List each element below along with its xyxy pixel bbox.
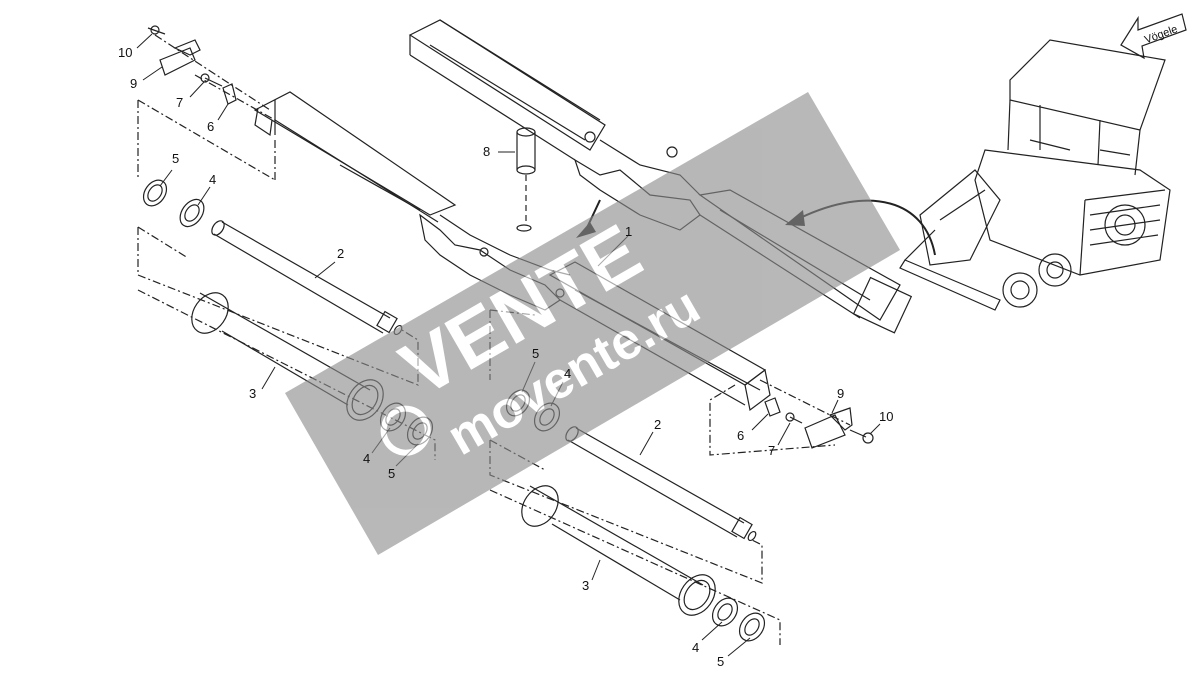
pin-part-8 [516,127,536,232]
callout-7-left: 7 [176,95,183,110]
callout-6-left: 6 [207,119,214,134]
callout-5-right-bottom: 5 [717,654,724,669]
callout-5-right-top: 5 [532,346,539,361]
direction-arrow-icon [1120,13,1187,60]
callout-9-right: 9 [837,386,844,401]
watermark-band [285,92,900,555]
callout-3-left: 3 [249,386,256,401]
callout-5-left-top: 5 [172,151,179,166]
callout-10-left: 10 [118,45,132,60]
callout-4-right-top: 4 [564,366,571,381]
callout-4-left-top: 4 [209,172,216,187]
callout-2-right: 2 [654,417,661,432]
callout-4-left-bottom: 4 [363,451,370,466]
callout-10-right: 10 [879,409,893,424]
watermark-logo-icon [380,405,431,456]
callout-5-left-bottom: 5 [388,466,395,481]
watermark: VENTE movente.ru [285,92,900,555]
callout-6-right: 6 [737,428,744,443]
callout-9-left: 9 [130,76,137,91]
callout-3-right: 3 [582,578,589,593]
callout-8: 8 [483,144,490,159]
callout-7-right: 7 [768,443,775,458]
callout-4-right-bottom: 4 [692,640,699,655]
callout-2-left: 2 [337,246,344,261]
callout-1: 1 [625,224,632,239]
paver-machine-illustration [899,39,1171,311]
